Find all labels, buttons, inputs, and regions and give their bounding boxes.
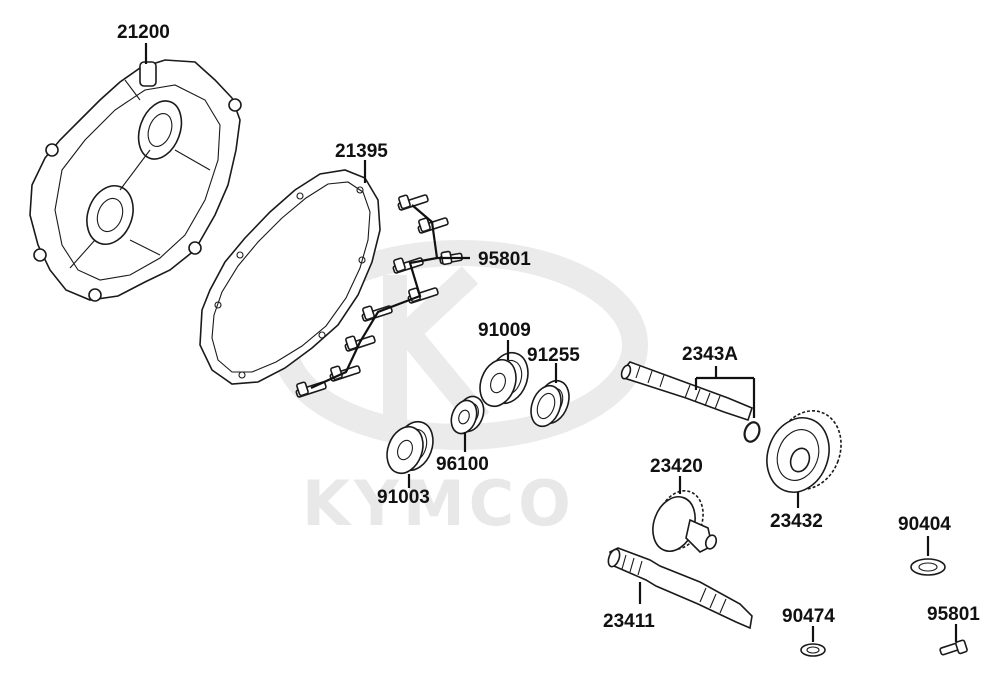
gear-23432[interactable] [757, 401, 852, 501]
bearing-91009-part-number: 91009 [478, 320, 531, 341]
transmission-cover[interactable] [29, 59, 242, 302]
bolt-95801-part-number: 95801 [927, 604, 980, 625]
cover-part-number: 21200 [117, 22, 170, 43]
final-shaft-callout: 23411 [603, 582, 655, 632]
gear-23432-part-number: 23432 [770, 511, 823, 532]
bolt-95801-callout: 95801 [927, 604, 980, 642]
bearing-91009-callout: 91009 [478, 320, 531, 360]
bearing-91003[interactable] [381, 416, 440, 478]
bolt-group-part-number: 95801 [478, 249, 531, 270]
gear-23420-callout: 23420 [650, 456, 703, 494]
oil-seal-91255[interactable] [526, 376, 575, 430]
bearing-96100[interactable] [447, 393, 488, 437]
drive-shaft-callout: 2343A [682, 344, 756, 418]
gasket-callout: 21395 [335, 141, 388, 183]
bearing-91003-part-number: 91003 [377, 487, 430, 508]
bearing-96100-callout: 96100 [436, 432, 489, 475]
bearing-91009[interactable] [474, 347, 535, 411]
washer-90404[interactable] [910, 558, 946, 576]
oil-seal-callout: 91255 [527, 345, 580, 383]
watermark-text: KYMCO [302, 467, 575, 540]
gasket[interactable] [199, 169, 381, 385]
final-shaft-part-number: 23411 [603, 611, 655, 632]
cover-callout: 21200 [117, 22, 170, 64]
bearing-91003-callout: 91003 [377, 474, 430, 508]
bolt-group-callout: 95801 [310, 204, 531, 390]
bolt [397, 194, 429, 211]
washer-90404-callout: 90404 [898, 514, 951, 556]
bolt [295, 381, 327, 398]
final-shaft[interactable] [606, 547, 753, 630]
washer-90474-callout: 90474 [782, 606, 835, 642]
gear-23420[interactable] [646, 484, 718, 557]
gear-23432-callout: 23432 [770, 492, 823, 532]
oil-seal-part-number: 91255 [527, 345, 580, 366]
washer-90474[interactable] [800, 643, 826, 657]
drive-shaft-part-number: 2343A [682, 344, 738, 365]
washer-90474-part-number: 90474 [782, 606, 835, 627]
bolt-95801-single[interactable] [939, 639, 968, 656]
gear-23420-part-number: 23420 [650, 456, 703, 477]
bearing-96100-part-number: 96100 [436, 454, 489, 475]
circlip[interactable] [742, 420, 762, 444]
drive-shaft[interactable] [620, 361, 753, 422]
gasket-part-number: 21395 [335, 141, 388, 162]
washer-90404-part-number: 90404 [898, 514, 951, 535]
